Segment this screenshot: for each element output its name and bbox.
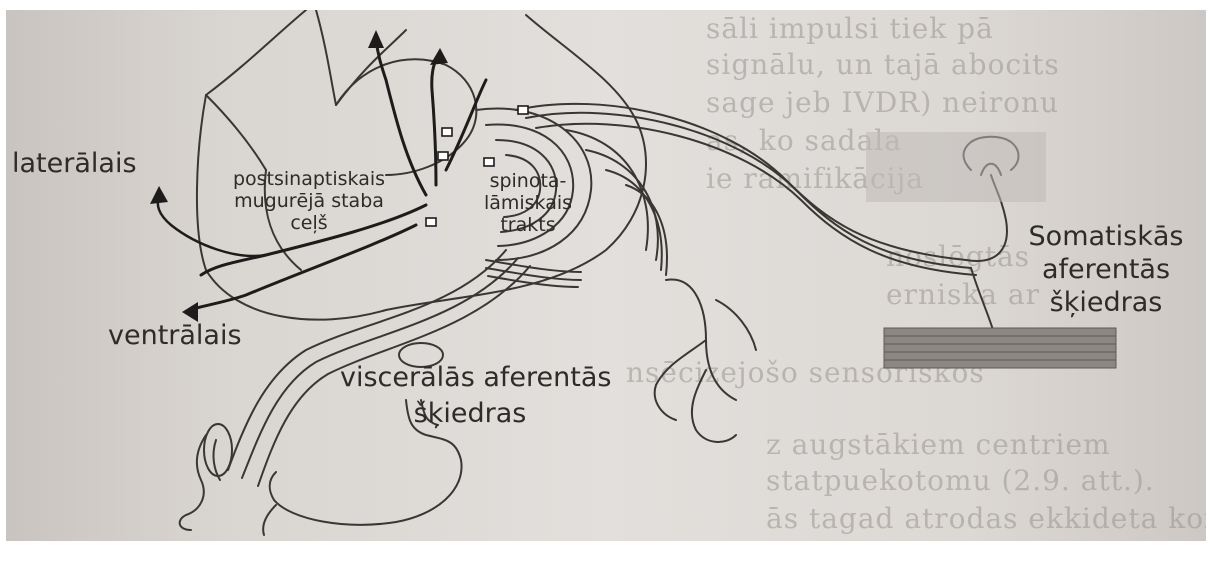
- label-line: trakts: [468, 214, 588, 236]
- label-ventral: ventrālais: [108, 320, 242, 351]
- label-spinothalamic-tract: spinota- lāmiskais trakts: [468, 170, 588, 236]
- dorsal-horn: [336, 59, 476, 175]
- label-line: šķiedras: [340, 396, 600, 432]
- label-lateral: laterālais: [12, 148, 137, 179]
- intestine: [180, 435, 206, 530]
- label-line: aferentās: [1016, 253, 1196, 286]
- arrowhead-ventral: [182, 302, 198, 322]
- label-line: spinota-: [468, 170, 588, 192]
- label-postsynaptic-dorsal-column: postsinaptiskais mugurējā staba ceļš: [224, 168, 394, 234]
- synapse-marker: [518, 106, 528, 114]
- arrowhead-up: [430, 48, 448, 65]
- label-line: viscerālās aferentās: [340, 360, 600, 396]
- arrowhead-up: [368, 30, 384, 48]
- label-line: Somatiskās: [1016, 220, 1196, 253]
- synapse-marker: [442, 128, 452, 136]
- label-line: postsinaptiskais: [224, 168, 394, 190]
- label-visceral-afferent-fibers: viscerālās aferentās šķiedras: [340, 360, 600, 432]
- ventral-tract: [189, 225, 416, 310]
- synapse-marker: [438, 152, 448, 160]
- label-line: ceļš: [224, 212, 394, 234]
- textbook-photo: sāli impulsi tiek pā signālu, un tajā ab…: [6, 10, 1206, 541]
- arrowhead-lateral: [150, 186, 168, 204]
- label-line: lāmiskais: [468, 192, 588, 214]
- label-line: šķiedras: [1016, 286, 1196, 319]
- skin-band: [884, 328, 1116, 368]
- receptor-field: [866, 132, 1046, 202]
- synapse-marker: [426, 218, 436, 226]
- synapse-marker: [484, 158, 494, 166]
- label-line: mugurējā staba: [224, 190, 394, 212]
- label-somatic-afferent-fibers: Somatiskās aferentās šķiedras: [1016, 220, 1196, 319]
